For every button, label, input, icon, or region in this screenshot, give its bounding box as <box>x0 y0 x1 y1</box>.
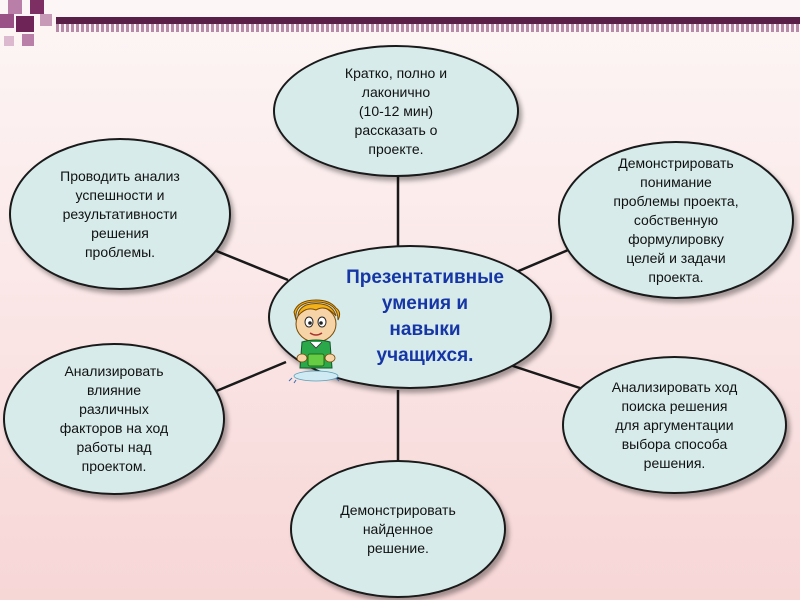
decor-square <box>16 16 34 32</box>
node-bottom-right-text: Анализировать ход поиска решения для арг… <box>611 378 738 471</box>
decor-square <box>0 14 14 28</box>
node-top-right-text: Демонстрировать понимание проблемы проек… <box>613 154 739 285</box>
decor-square <box>22 34 34 46</box>
decor-square <box>8 0 22 14</box>
node-top-right: Демонстрировать понимание проблемы проек… <box>558 141 794 299</box>
decor-square <box>40 14 52 26</box>
header-bar-dashed <box>56 24 800 32</box>
node-top: Кратко, полно и лаконично (10-12 мин) ра… <box>273 45 519 177</box>
student-clipart <box>288 299 341 384</box>
node-bottom-left: Анализировать влияние различных факторов… <box>3 343 225 495</box>
node-bottom-left-text: Анализировать влияние различных факторов… <box>59 363 169 474</box>
decor-square <box>4 36 14 46</box>
connector-bottom-left <box>213 360 287 394</box>
node-bottom-text: Демонстрировать найденное решение. <box>340 501 456 556</box>
node-bottom: Демонстрировать найденное решение. <box>290 460 506 598</box>
node-top-left: Проводить анализ успешности и результати… <box>9 138 231 290</box>
center-text: Презентативные умения и навыки учащихся. <box>346 267 504 366</box>
connector-top-left <box>213 248 289 282</box>
node-top-text: Кратко, полно и лаконично (10-12 мин) ра… <box>344 64 448 157</box>
header-decoration <box>0 0 800 50</box>
decor-square <box>30 0 44 14</box>
header-bar <box>56 17 800 24</box>
node-top-left-text: Проводить анализ успешности и результати… <box>60 167 180 260</box>
node-bottom-right: Анализировать ход поиска решения для арг… <box>562 356 787 494</box>
connector-bottom-right <box>509 363 587 392</box>
